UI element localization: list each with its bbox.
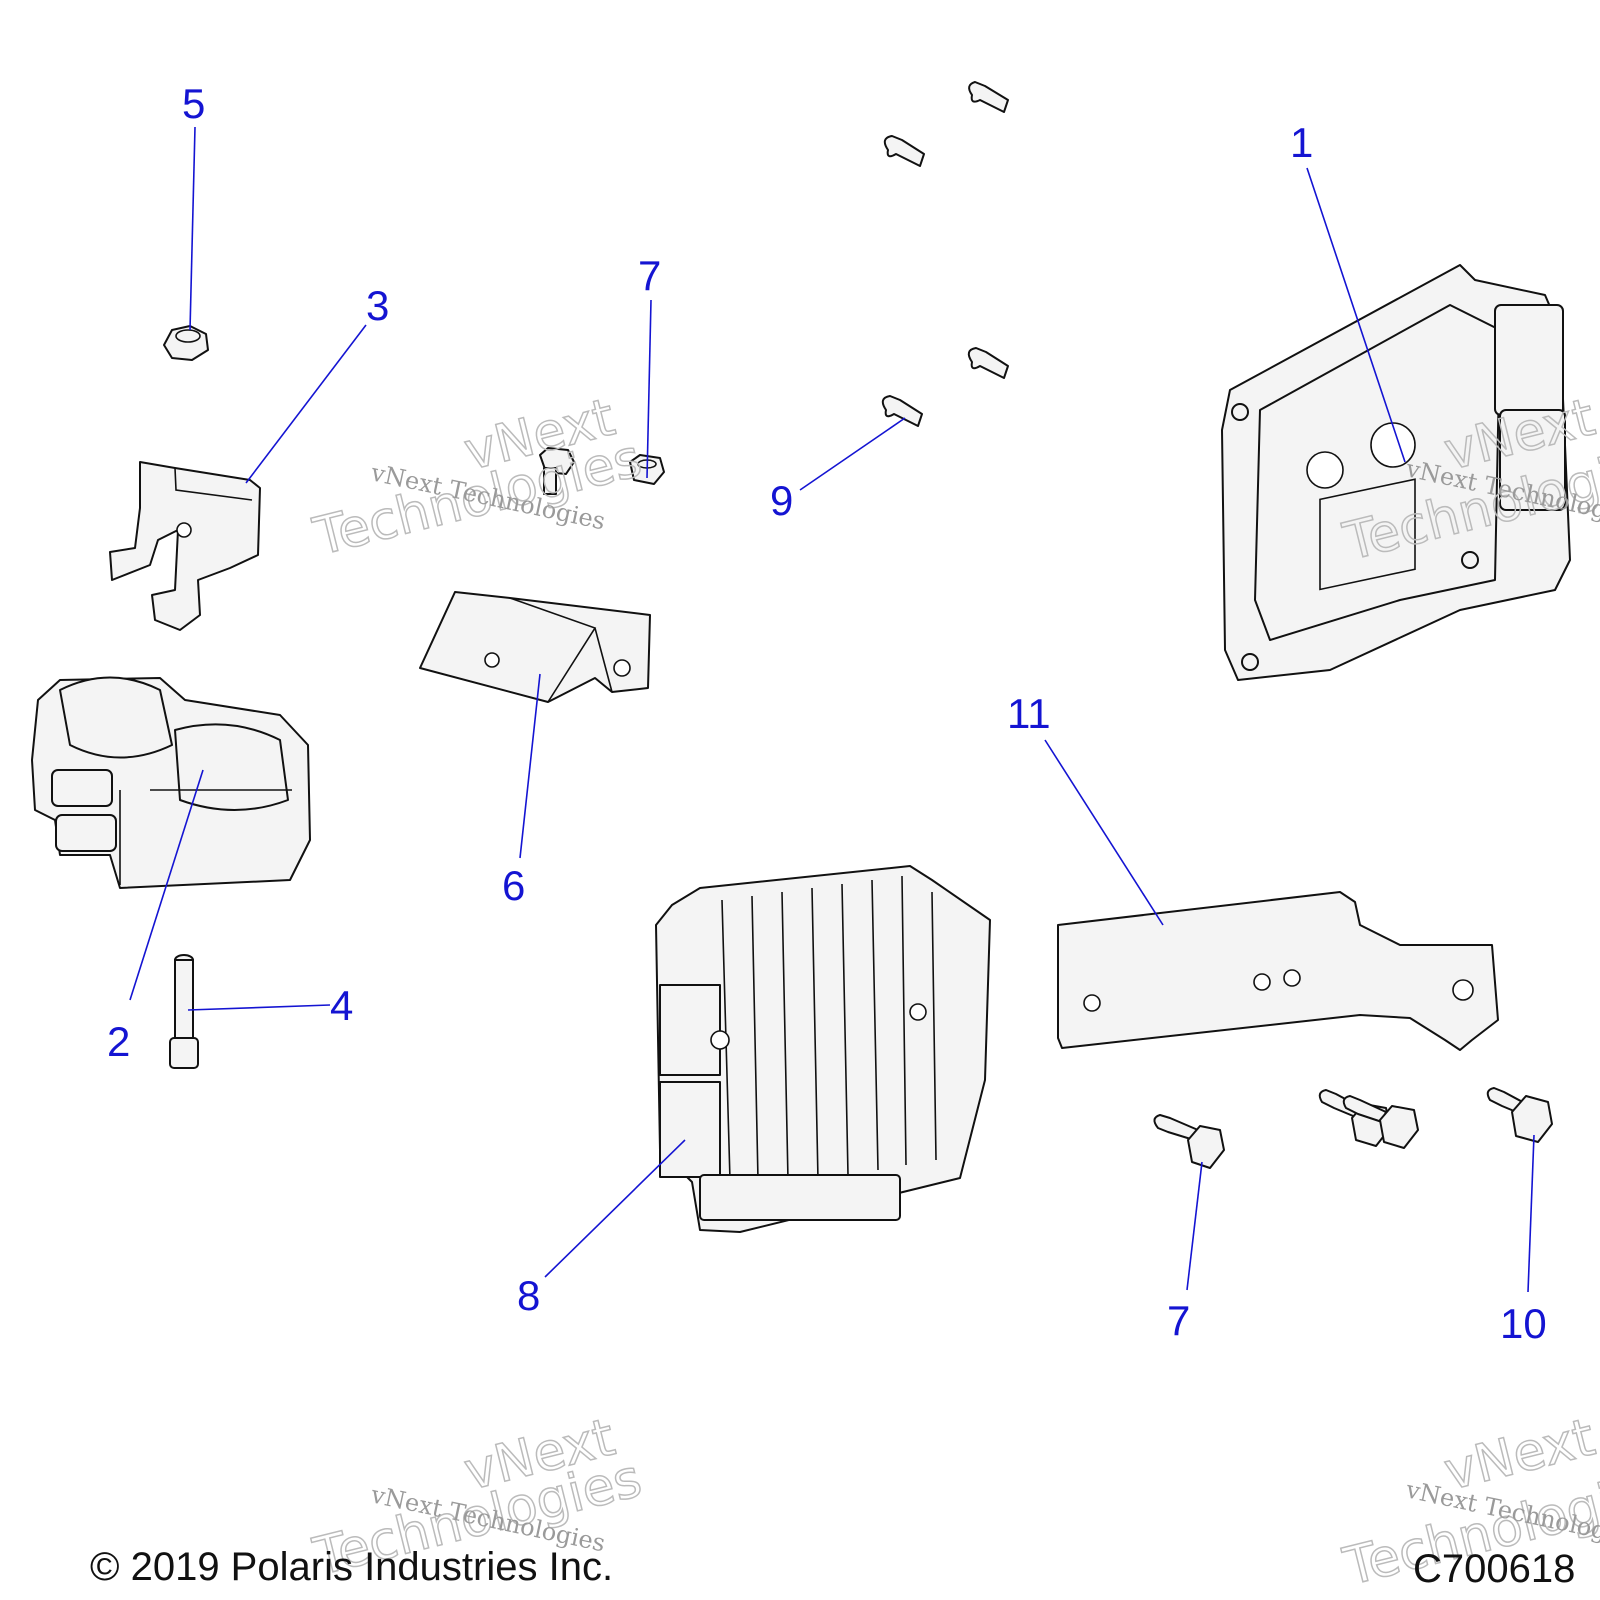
flange-nut-part-5[interactable] (163, 325, 209, 361)
ignition-coil-part-2[interactable] (31, 676, 311, 889)
callout-11: 11 (1007, 690, 1051, 737)
callout-numbers: 1 2 3 4 5 6 7 7 8 9 10 11 (107, 80, 1547, 1347)
bracket-part-3[interactable] (109, 461, 261, 631)
callout-8: 8 (517, 1272, 540, 1319)
callout-1: 1 (1290, 119, 1313, 166)
leader-7a (646, 299, 652, 479)
leader-1 (1306, 167, 1406, 463)
flange-bolt-part-7-lower[interactable] (1153, 1114, 1225, 1169)
callout-7-upper: 7 (638, 252, 661, 299)
bracket-part-6[interactable] (419, 591, 651, 703)
leader-6 (519, 673, 541, 859)
callout-3: 3 (366, 282, 389, 329)
callout-10: 10 (1500, 1300, 1547, 1347)
leader-11 (1044, 739, 1164, 926)
callout-6: 6 (502, 862, 525, 909)
flange-bolt-part-10[interactable] (1318, 1087, 1553, 1149)
leader-10 (1527, 1134, 1535, 1293)
leader-2 (129, 769, 204, 1001)
callout-4: 4 (330, 982, 353, 1029)
regulator-rectifier-part-8[interactable] (655, 865, 991, 1233)
callout-9: 9 (770, 477, 793, 524)
screw-part-9[interactable] (881, 81, 1009, 427)
leader-8 (544, 1139, 686, 1278)
leader-4 (187, 1004, 331, 1011)
leader-3 (245, 324, 367, 484)
figure-code: C700618 (1413, 1547, 1575, 1591)
leader-lines (129, 126, 1535, 1293)
copyright-text: © 2019 Polaris Industries Inc. (90, 1545, 613, 1589)
bolt-part-4[interactable] (169, 954, 199, 1069)
callout-2: 2 (107, 1018, 130, 1065)
leader-5 (189, 126, 196, 331)
leader-7b (1186, 1161, 1203, 1291)
leader-9 (799, 417, 906, 491)
callout-5: 5 (182, 80, 205, 127)
ecu-part-1[interactable] (1221, 264, 1571, 681)
mounting-plate-part-11[interactable] (1057, 891, 1499, 1051)
callout-7-lower: 7 (1167, 1297, 1190, 1344)
